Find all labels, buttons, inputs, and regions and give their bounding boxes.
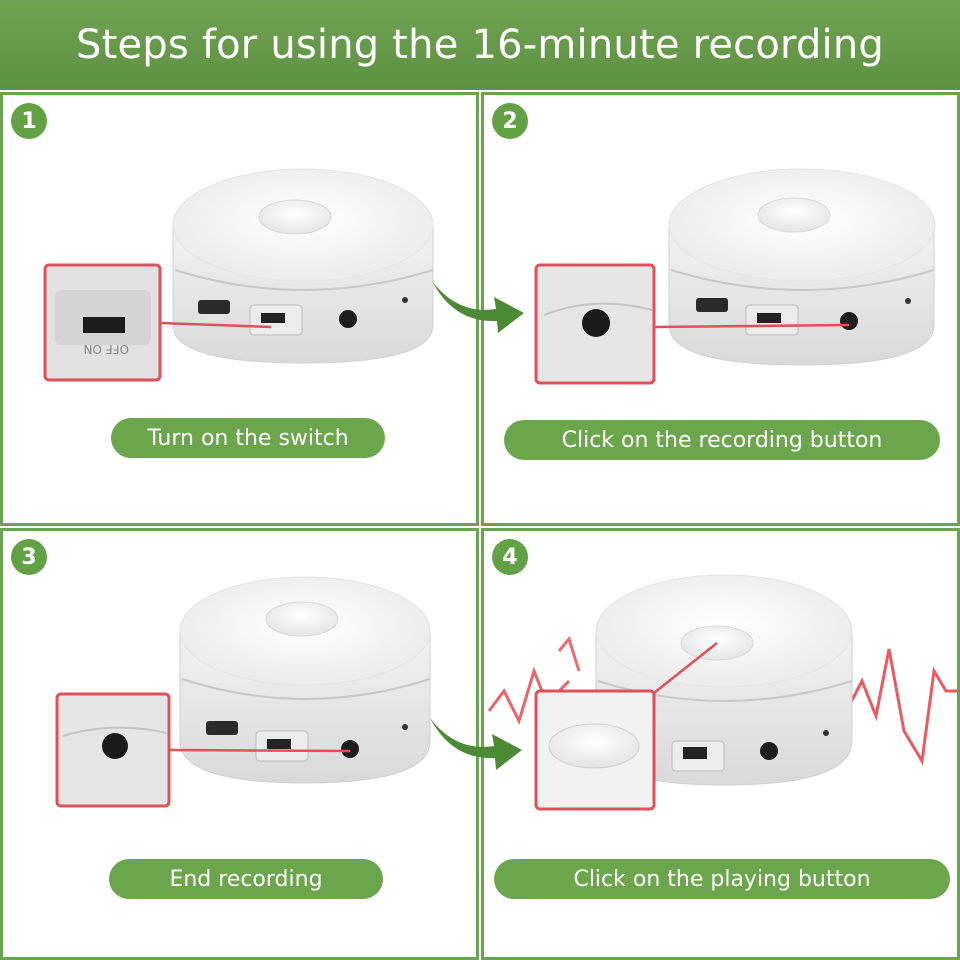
step-2-caption: Click on the recording button (504, 420, 940, 460)
switch-label: OFF ON (84, 342, 130, 356)
step-1-scene: OFF ON (43, 168, 434, 382)
step-3-scene (55, 576, 431, 808)
step-4-caption: Click on the playing button (494, 859, 950, 899)
recorder-device (595, 574, 853, 786)
step-4-scene (487, 574, 957, 811)
power-switch (261, 313, 285, 323)
arrow-right-icon (430, 718, 522, 770)
header-banner: Steps for using the 16-minute recording (0, 0, 960, 90)
step-1-number: 1 (11, 103, 47, 139)
recorder-device (668, 168, 936, 366)
step-3-caption: End recording (109, 859, 383, 899)
play-button-zoom-callout (534, 642, 718, 811)
recorder-device (179, 576, 431, 784)
recorder-device (172, 168, 434, 364)
step-4-panel: 4 Click on the playing button (481, 528, 960, 960)
step-4-number: 4 (492, 539, 528, 575)
step-3-panel: 3 End recording (0, 528, 479, 960)
record-button-zoom-callout (534, 263, 850, 385)
record-button (840, 312, 858, 330)
step-2-scene (534, 168, 936, 385)
usb-port (198, 300, 230, 314)
arrow-right-icon (432, 281, 524, 333)
step-1-caption: Turn on the switch (111, 418, 385, 458)
step-2-number: 2 (492, 103, 528, 139)
step-2-panel: 2 Click on the recording button (481, 92, 960, 526)
record-button-zoom-callout (55, 692, 351, 808)
switch-zoom-callout: OFF ON (43, 263, 272, 382)
step-3-number: 3 (11, 539, 47, 575)
record-button (339, 310, 357, 328)
record-button (341, 740, 359, 758)
page-title: Steps for using the 16-minute recording (75, 22, 884, 68)
step-1-panel: OFF ON 1 Turn on the switch (0, 92, 479, 526)
play-button-cap (258, 199, 332, 235)
